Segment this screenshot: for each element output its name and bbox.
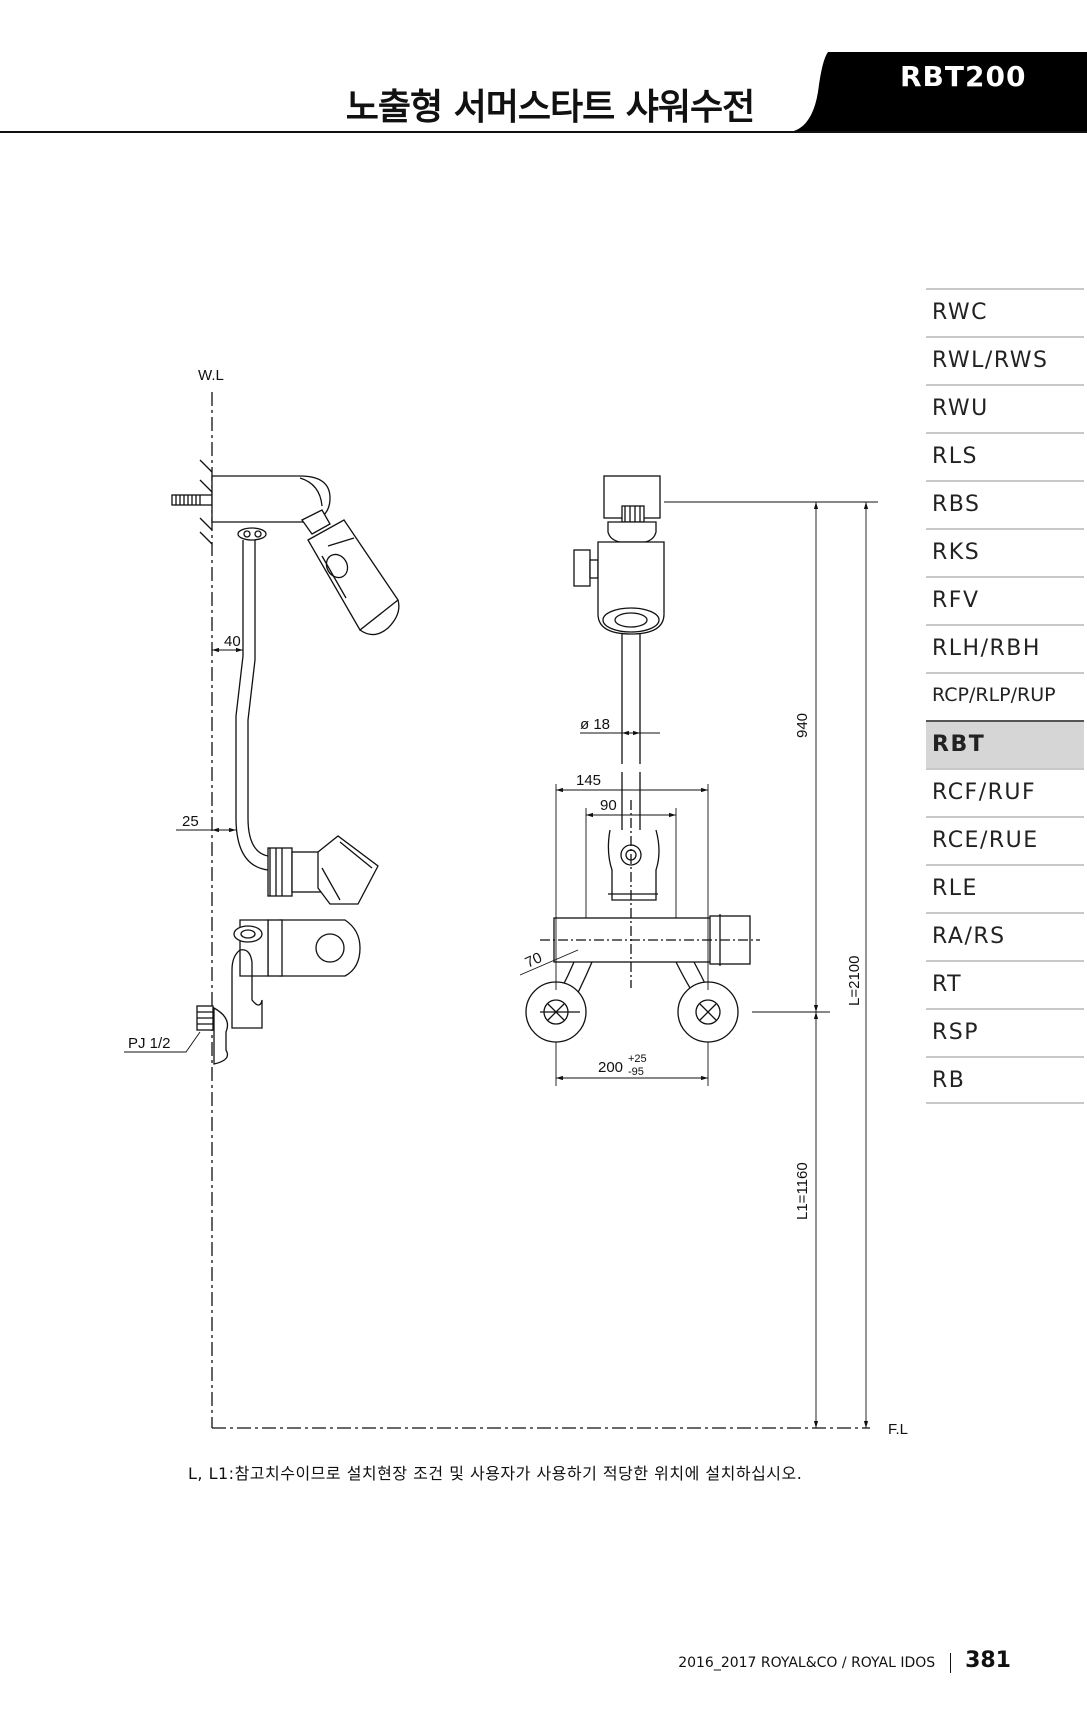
dim-145: 145 bbox=[576, 772, 601, 789]
dim-70: 70 bbox=[523, 949, 545, 971]
model-tab bbox=[790, 52, 1087, 132]
dim-90: 90 bbox=[600, 797, 617, 814]
footer-text: 2016_2017 ROYAL&CO / ROYAL IDOS bbox=[678, 1655, 936, 1671]
front-view bbox=[525, 475, 760, 1043]
floor-line-label: F.L bbox=[888, 1421, 908, 1438]
nav-item-rt[interactable]: RT bbox=[926, 960, 1084, 1008]
nav-item-rwu[interactable]: RWU bbox=[926, 384, 1084, 432]
nav-item-ra-rs[interactable]: RA/RS bbox=[926, 912, 1084, 960]
dim-200: 200 bbox=[598, 1059, 623, 1076]
wall-hatch bbox=[199, 459, 213, 545]
nav-item-rwc[interactable]: RWC bbox=[926, 288, 1084, 336]
footer: 2016_2017 ROYAL&CO / ROYAL IDOS 381 bbox=[678, 1648, 1011, 1673]
nav-item-rcf-ruf[interactable]: RCF/RUF bbox=[926, 768, 1084, 816]
dim-40: 40 bbox=[224, 633, 241, 650]
dim-L: L=2100 bbox=[846, 956, 863, 1006]
nav-item-rbt-active[interactable]: RBT bbox=[926, 720, 1084, 768]
tolerance-minus: -95 bbox=[628, 1066, 644, 1078]
footer-divider bbox=[949, 1653, 951, 1673]
side-view bbox=[171, 475, 400, 1065]
dim-940: 940 bbox=[794, 713, 811, 738]
dim-diameter: ø 18 bbox=[580, 716, 610, 733]
pipe-joint-label: PJ 1/2 bbox=[128, 1035, 171, 1052]
dimension-lines bbox=[124, 501, 878, 1428]
page-number: 381 bbox=[965, 1648, 1011, 1673]
dim-25: 25 bbox=[182, 813, 199, 830]
model-label: RBT200 bbox=[900, 60, 1027, 93]
nav-item-rfv[interactable]: RFV bbox=[926, 576, 1084, 624]
dimension-labels: W.L F.L 40 25 PJ 1/2 ø 18 145 90 70 200 … bbox=[128, 367, 908, 1438]
tolerance-plus: +25 bbox=[628, 1053, 647, 1065]
header-rule bbox=[0, 131, 1087, 133]
nav-item-rsp[interactable]: RSP bbox=[926, 1008, 1084, 1056]
nav-item-rks[interactable]: RKS bbox=[926, 528, 1084, 576]
nav-item-rwl-rws[interactable]: RWL/RWS bbox=[926, 336, 1084, 384]
installation-note: L, L1:참고치수이므로 설치현장 조건 및 사용자가 사용하기 적당한 위치… bbox=[188, 1464, 803, 1483]
nav-item-rle[interactable]: RLE bbox=[926, 864, 1084, 912]
nav-item-rls[interactable]: RLS bbox=[926, 432, 1084, 480]
dim-L1: L1=1160 bbox=[794, 1162, 811, 1220]
nav-item-rb[interactable]: RB bbox=[926, 1056, 1084, 1104]
wall-line-label: W.L bbox=[198, 367, 224, 384]
side-nav: RWC RWL/RWS RWU RLS RBS RKS RFV RLH/RBH … bbox=[926, 288, 1084, 1104]
page-title: 노출형 서머스타트 샤워수전 bbox=[345, 87, 756, 128]
nav-item-rcp-rlp-rup[interactable]: RCP/RLP/RUP bbox=[926, 672, 1084, 720]
nav-item-rbs[interactable]: RBS bbox=[926, 480, 1084, 528]
nav-item-rce-rue[interactable]: RCE/RUE bbox=[926, 816, 1084, 864]
nav-item-rlh-rbh[interactable]: RLH/RBH bbox=[926, 624, 1084, 672]
